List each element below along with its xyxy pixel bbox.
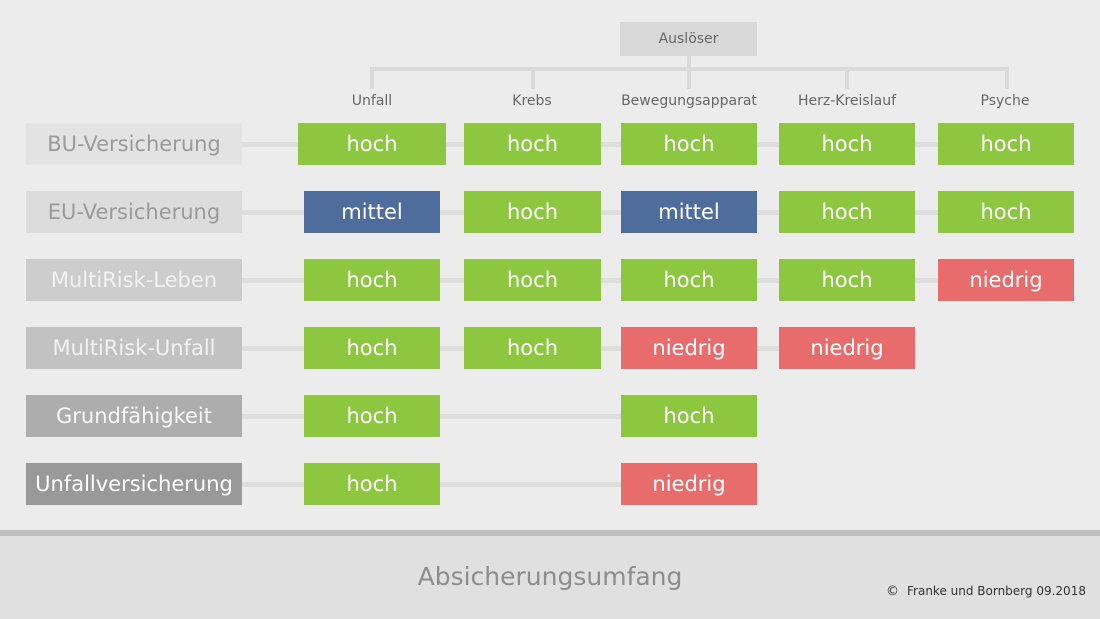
rating-cell-niedrig: niedrig [621,327,757,369]
column-header-bewegungsapparat: Bewegungsapparat [621,93,757,109]
row-label: MultiRisk-Unfall [26,327,242,369]
tree-branch [370,67,374,89]
rating-cell-mittel: mittel [304,191,440,233]
column-header-krebs: Krebs [512,93,552,109]
row-label: BU-Versicherung [26,123,242,165]
rating-cell-hoch: hoch [621,123,757,165]
tree-branch [845,67,849,89]
rating-cell-hoch: hoch [779,191,915,233]
row-label: Unfallversicherung [26,463,242,505]
rating-cell-hoch: hoch [621,395,757,437]
rating-cell-hoch: hoch [779,259,915,301]
copyright-symbol: © [886,583,899,599]
row-connector [242,482,757,487]
rating-cell-hoch: hoch [621,259,757,301]
rating-cell-hoch: hoch [464,191,601,233]
tree-trunk [687,56,691,70]
trigger-root-box: Auslöser [620,22,757,56]
rating-cell-hoch: hoch [304,463,440,505]
row-label: MultiRisk-Leben [26,259,242,301]
rating-cell-hoch: hoch [298,123,446,165]
rating-cell-hoch: hoch [464,123,601,165]
tree-branch [531,67,535,89]
footer-divider [0,530,1100,536]
rating-cell-hoch: hoch [938,123,1074,165]
column-header-herz-kreislauf: Herz-Kreislauf [798,93,896,109]
rating-cell-hoch: hoch [938,191,1074,233]
column-header-unfall: Unfall [351,93,393,109]
copyright: © Franke und Bornberg 09.2018 [886,582,1086,600]
column-header-psyche: Psyche [980,93,1030,109]
rating-cell-niedrig: niedrig [621,463,757,505]
copyright-text: Franke und Bornberg 09.2018 [907,584,1086,598]
row-connector [242,414,757,419]
rating-cell-hoch: hoch [304,259,440,301]
rating-cell-hoch: hoch [779,123,915,165]
rating-cell-mittel: mittel [621,191,757,233]
rating-cell-hoch: hoch [464,259,601,301]
rating-cell-niedrig: niedrig [779,327,915,369]
tree-branch [1005,67,1009,89]
rating-cell-hoch: hoch [304,327,440,369]
row-label: EU-Versicherung [26,191,242,233]
rating-cell-hoch: hoch [304,395,440,437]
rating-cell-hoch: hoch [464,327,601,369]
footer-title: Absicherungsumfang [417,561,683,591]
footer-band [0,536,1100,619]
tree-branch [687,67,691,89]
rating-cell-niedrig: niedrig [938,259,1074,301]
row-label: Grundfähigkeit [26,395,242,437]
